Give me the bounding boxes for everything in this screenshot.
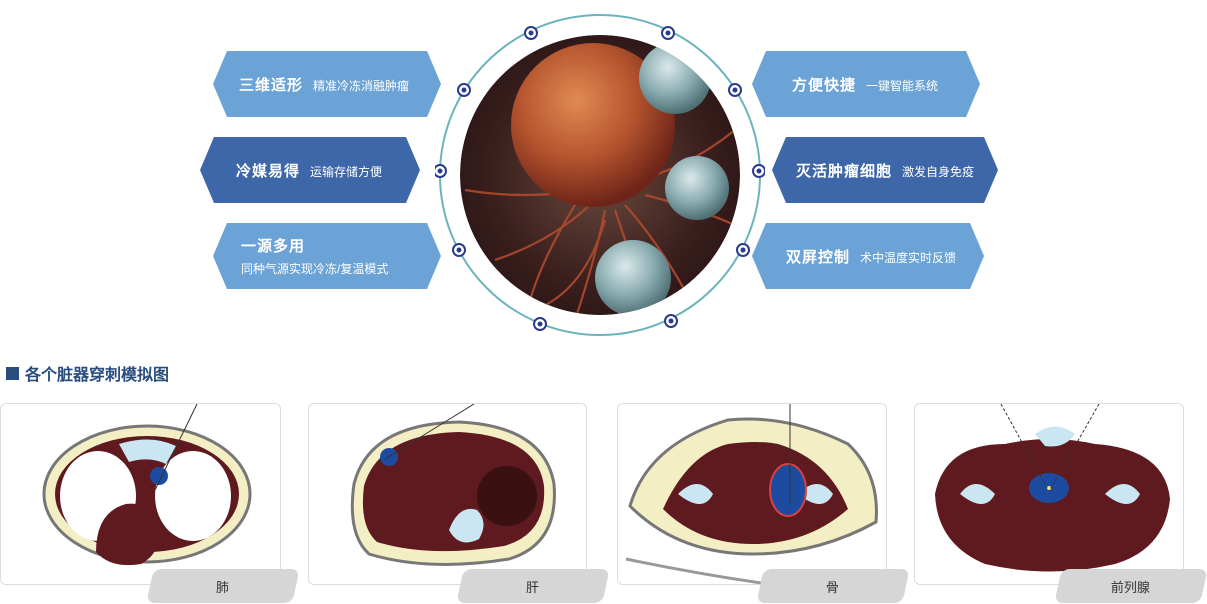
feature-single-source: 一源多用 同种气源实现冷冻/复温模式 xyxy=(213,223,441,289)
feature-desc: 精准冷冻消融肿瘤 xyxy=(313,78,410,93)
feature-inactivate: 灭活肿瘤细胞 激发自身免疫 xyxy=(772,137,998,203)
organ-card-liver xyxy=(308,403,587,585)
prostate-ct-illustration xyxy=(935,404,1170,572)
organ-label-prostate: 前列腺 xyxy=(1054,569,1207,603)
feature-title: 三维适形 xyxy=(239,76,304,94)
section-title: 各个脏器穿刺模拟图 xyxy=(25,367,170,384)
section-square-icon xyxy=(6,366,19,380)
organ-label-lung: 肺 xyxy=(146,569,300,603)
lung-ct-illustration xyxy=(42,404,252,566)
feature-title: 方便快捷 xyxy=(792,76,857,94)
organ-label-liver: 肝 xyxy=(456,569,610,603)
organ-card-prostate xyxy=(914,403,1184,585)
liver-ct-illustration xyxy=(350,404,556,566)
feature-desc: 激发自身免疫 xyxy=(902,164,975,179)
feature-desc: 运输存储方便 xyxy=(310,164,383,179)
feature-3d-conformal: 三维适形 精准冷冻消融肿瘤 xyxy=(213,51,441,117)
feature-title: 冷媒易得 xyxy=(236,162,301,180)
feature-desc: 术中温度实时反馈 xyxy=(860,250,957,265)
bone-ct-illustration xyxy=(625,404,878,586)
feature-desc: 同种气源实现冷冻/复温模式 xyxy=(241,262,389,276)
feature-dual-screen: 双屏控制 术中温度实时反馈 xyxy=(752,223,984,289)
section-header: 各个脏器穿刺模拟图 xyxy=(6,361,169,385)
tumor-cell-illustration xyxy=(435,14,765,336)
feature-title: 灭活肿瘤细胞 xyxy=(796,162,893,180)
feature-convenient: 方便快捷 一键智能系统 xyxy=(752,51,980,117)
feature-title: 一源多用 xyxy=(241,238,306,255)
feature-desc: 一键智能系统 xyxy=(866,78,939,93)
organ-label-bone: 骨 xyxy=(756,569,910,603)
feature-title: 双屏控制 xyxy=(786,248,851,266)
feature-refrigerant: 冷媒易得 运输存储方便 xyxy=(200,137,420,203)
organ-card-bone xyxy=(617,403,887,586)
organ-card-lung xyxy=(0,403,281,585)
